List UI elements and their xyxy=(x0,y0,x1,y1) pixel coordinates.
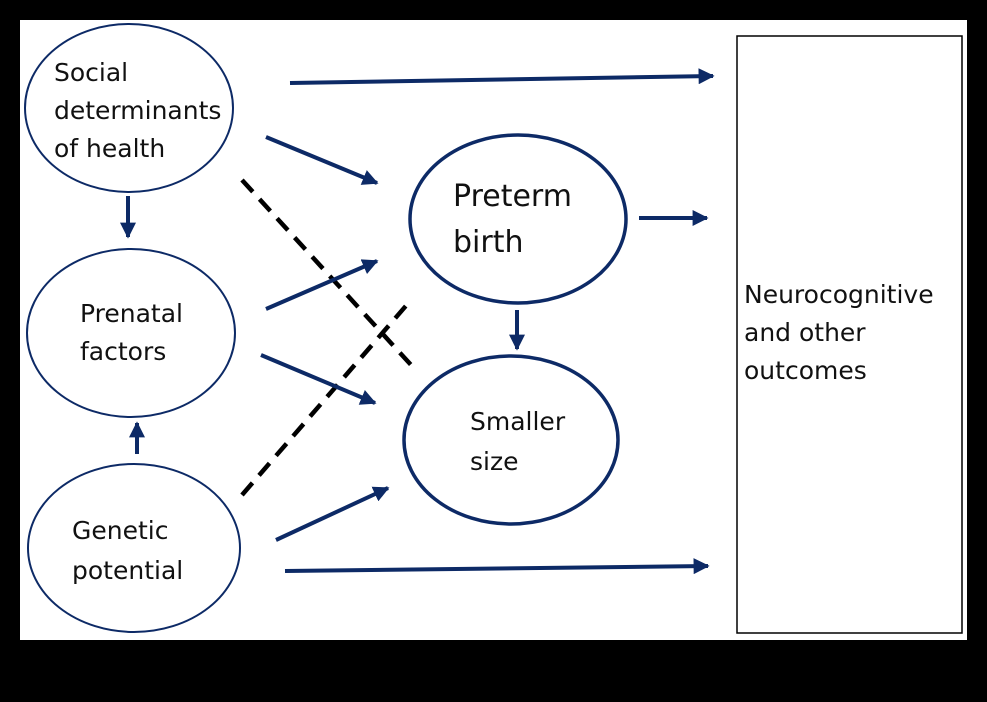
social-determinants-node xyxy=(24,23,234,193)
arrow-genetic-to-size xyxy=(275,486,390,542)
preterm-line-2: birth xyxy=(453,225,524,260)
smaller-line-1: Smaller xyxy=(470,407,566,436)
genetic-potential-label: Genetic potential xyxy=(72,511,183,591)
social-line-1: Social xyxy=(54,58,129,87)
prenatal-factors-node xyxy=(26,248,236,418)
genetic-potential-node xyxy=(27,463,241,633)
arrow-prenatal-to-size xyxy=(260,353,377,405)
dashed-line-social-to-size xyxy=(240,178,414,368)
outcomes-box xyxy=(736,35,963,634)
social-determinants-label: Social determinants of health xyxy=(54,54,221,168)
arrow-prenatal-to-preterm xyxy=(265,259,379,311)
outcomes-line-1: Neurocognitive xyxy=(744,280,934,309)
smaller-size-node xyxy=(402,354,620,526)
dashed-line-genetic-to-preterm xyxy=(240,298,413,497)
genetic-line-1: Genetic xyxy=(72,516,169,545)
outcomes-line-3: outcomes xyxy=(744,356,867,385)
arrow-genetic-to-outcomes xyxy=(284,558,710,575)
prenatal-line-1: Prenatal xyxy=(80,299,183,328)
social-line-2: determinants xyxy=(54,96,222,125)
preterm-birth-node xyxy=(408,133,628,305)
outcomes-line-2: and other xyxy=(744,318,866,347)
social-line-3: of health xyxy=(54,134,166,163)
smaller-line-2: size xyxy=(470,447,519,476)
prenatal-factors-label: Prenatal factors xyxy=(80,295,183,371)
prenatal-line-2: factors xyxy=(80,337,167,366)
outcomes-label: Neurocognitive and other outcomes xyxy=(744,276,934,390)
smaller-size-label: Smaller size xyxy=(470,402,565,482)
arrow-social-to-outcomes xyxy=(289,68,715,85)
arrow-social-to-preterm xyxy=(265,135,379,185)
preterm-birth-label: Preterm birth xyxy=(453,174,572,266)
preterm-line-1: Preterm xyxy=(453,179,572,214)
genetic-line-2: potential xyxy=(72,556,184,585)
